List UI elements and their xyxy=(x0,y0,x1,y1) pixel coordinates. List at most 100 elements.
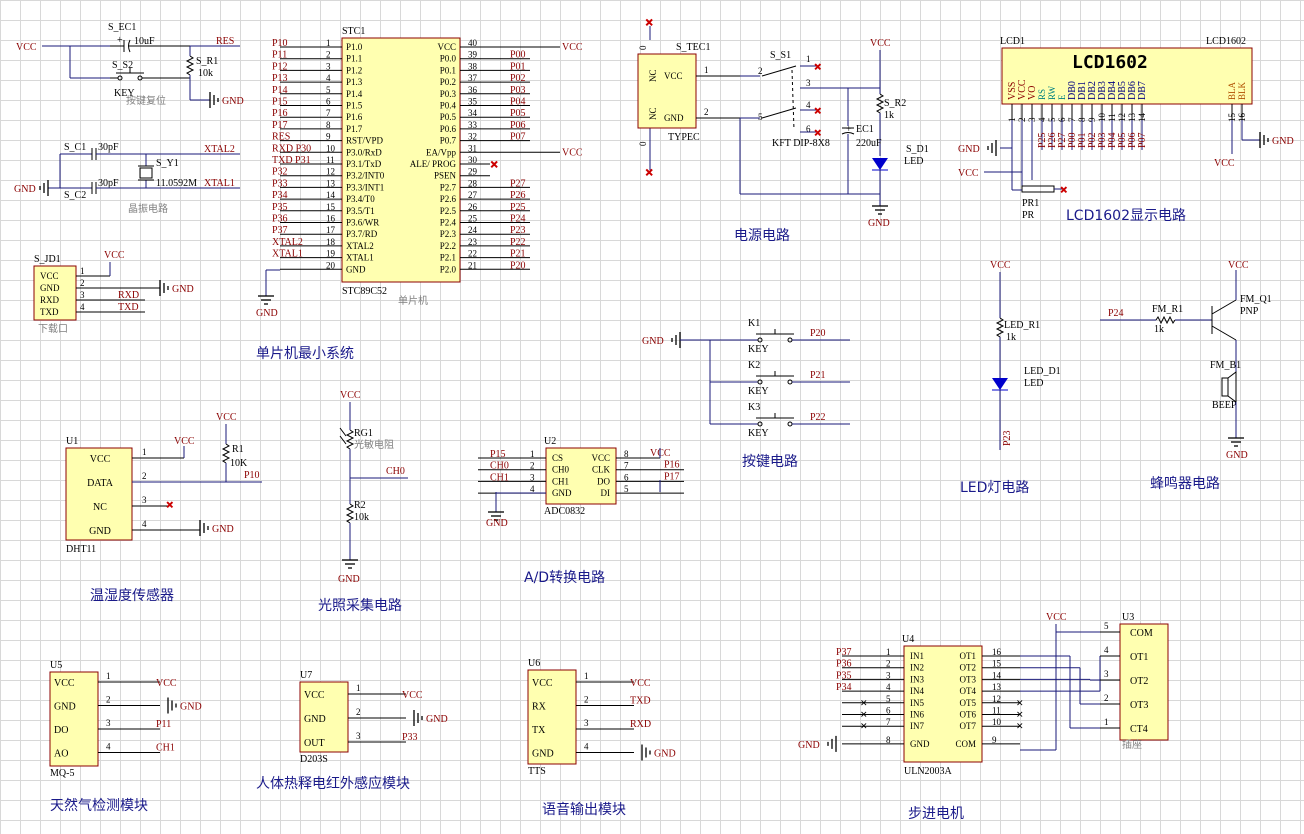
power-resistor-ref: S_R2 xyxy=(884,98,906,109)
svg-text:✕: ✕ xyxy=(860,698,868,708)
mcu-pin-left-19: XTAL1 xyxy=(346,253,374,263)
svg-text:✕: ✕ xyxy=(814,62,822,72)
light-ch0-net: CH0 xyxy=(386,466,405,477)
mcu-net-right-17: P23 xyxy=(510,225,526,236)
mcu-net-left-9: RES xyxy=(272,132,290,143)
key-3-net: P22 xyxy=(810,412,826,423)
pir-part: D203S xyxy=(300,754,328,765)
gas-pin-3: DO xyxy=(54,725,68,736)
pir-pin-3: OUT xyxy=(304,738,325,749)
lcd-pin-11: DB4 xyxy=(1107,81,1118,100)
socket-pin-3: OT2 xyxy=(1130,676,1148,687)
mcu-pin-left-9: RST/VPD xyxy=(346,136,384,146)
mcu-pin-num-right-5: 36 xyxy=(468,85,478,95)
mcu-pin-num-left-17: 17 xyxy=(326,225,336,235)
lcd-pin-10: DB3 xyxy=(1097,81,1108,100)
caption-tts: 语音输出模块 xyxy=(542,801,626,818)
power-sw-num-5: 5 xyxy=(758,112,763,122)
gas-net-4: CH1 xyxy=(156,743,175,754)
uln-in-pin-4: IN4 xyxy=(910,686,924,696)
socket-body xyxy=(1119,623,1169,741)
lcd-pin-num-15: 15 xyxy=(1227,113,1237,123)
mcu-pin-right-3: P0.1 xyxy=(440,65,456,75)
mcu-pin-right-10: EA/Vpp xyxy=(426,147,456,157)
key-2-value: KEY xyxy=(748,386,769,397)
lcd-vcc-label: VCC xyxy=(958,168,979,179)
adc-pin-num-left-2: 2 xyxy=(530,461,535,471)
tts-net-4: GND xyxy=(654,749,676,760)
power-sw-num-1: 1 xyxy=(806,54,811,64)
dht-pin-3: NC xyxy=(93,502,107,513)
tts-net-2: TXD xyxy=(630,696,651,707)
mcu-pin-right-7: P0.5 xyxy=(440,112,457,122)
captions: 单片机最小系统 电源电路 LCD1602显示电路 按键电路 LED灯电路 蜂鸣器… xyxy=(50,208,1220,822)
lcd-net-11: P04 xyxy=(1107,132,1118,148)
led-symbol xyxy=(992,378,1008,390)
adc-body xyxy=(545,447,617,505)
svg-text:✕: ✕ xyxy=(1016,710,1024,720)
mcu-net-right-10: VCC xyxy=(562,147,583,158)
download-num-1: 1 xyxy=(80,266,85,276)
gas-body xyxy=(49,671,99,767)
mcu-pin-left-3: P1.2 xyxy=(346,65,362,75)
uln-in-num-1: 1 xyxy=(886,647,891,657)
gas-pin-num-2: 2 xyxy=(106,695,111,705)
key-3-value: KEY xyxy=(748,428,769,439)
adc-net-left-1: P15 xyxy=(490,449,506,460)
mcu-pin-num-left-8: 8 xyxy=(326,120,331,130)
key-2-ref: K2 xyxy=(748,360,760,371)
uln-out-pin-5: OT5 xyxy=(960,698,977,708)
socket-pin-num-1: 5 xyxy=(1104,621,1109,631)
uln-in-num-5: 5 xyxy=(886,694,891,704)
buzzer-net-label: P24 xyxy=(1108,308,1124,319)
mcu-pin-left-15: P3.5/T1 xyxy=(346,206,375,216)
lcd-pin-num-10: 10 xyxy=(1097,113,1107,123)
mcu-pin-num-left-13: 13 xyxy=(326,178,336,188)
mcu-ref: STC1 xyxy=(342,26,365,37)
reset-resistor-value: 10k xyxy=(198,68,213,79)
reset-cap-ref: S_EC1 xyxy=(108,22,136,33)
lcd-pin-1: VSS xyxy=(1007,82,1018,100)
mcu-pin-left-8: P1.7 xyxy=(346,124,363,134)
mcu-pin-num-right-15: 26 xyxy=(468,202,478,212)
mcu-net-left-8: P17 xyxy=(272,120,288,131)
uln-in-pin-5: IN5 xyxy=(910,698,924,708)
download-num-2: 2 xyxy=(80,278,85,288)
tts-body xyxy=(527,669,577,765)
svg-text:✕: ✕ xyxy=(1060,185,1068,195)
lcd-pin-num-12: 12 xyxy=(1117,113,1127,122)
uln-out-pin-6: OT6 xyxy=(960,710,977,720)
mcu-pin-num-left-2: 2 xyxy=(326,50,331,60)
caption-light: 光照采集电路 xyxy=(318,597,402,614)
crystal-c1-value: 30pF xyxy=(98,142,119,153)
socket-pin-num-3: 3 xyxy=(1104,669,1109,679)
socket-pin-4: OT3 xyxy=(1130,700,1148,711)
led-net-label: P23 xyxy=(1002,430,1013,446)
dht-pin-1: VCC xyxy=(90,454,111,465)
mcu-pin-right-14: P2.6 xyxy=(440,194,457,204)
lcd-pin-15: BLA xyxy=(1227,81,1237,100)
mcu-pin-right-20: P2.0 xyxy=(440,264,457,274)
key-1-ref: K1 xyxy=(748,318,760,329)
mcu-net-right-8: P06 xyxy=(510,120,526,131)
mcu-note: 单片机 xyxy=(398,294,428,307)
socket-pin-num-2: 4 xyxy=(1104,645,1109,655)
adc-pin-right-4: DI xyxy=(601,488,611,498)
mcu-net-left-13: P33 xyxy=(272,178,288,189)
svg-text:✕: ✕ xyxy=(1016,721,1024,731)
uln-part: ULN2003A xyxy=(904,766,953,777)
dht-part: DHT11 xyxy=(66,544,96,555)
uln-in-net-1: P37 xyxy=(836,647,852,658)
power-led-symbol xyxy=(872,158,888,170)
uln-in-pin-6: IN6 xyxy=(910,710,924,720)
adc-net-left-2: CH0 xyxy=(490,461,509,472)
download-note: 下载口 xyxy=(38,323,68,335)
svg-text:✕: ✕ xyxy=(1016,698,1024,708)
mcu-net-left-19: XTAL1 xyxy=(272,249,303,260)
pir-net-2: GND xyxy=(426,714,448,725)
caption-dht: 温湿度传感器 xyxy=(90,587,174,604)
dht-resistor-value: 10K xyxy=(230,458,248,469)
power-ec-plus: + xyxy=(846,124,852,135)
